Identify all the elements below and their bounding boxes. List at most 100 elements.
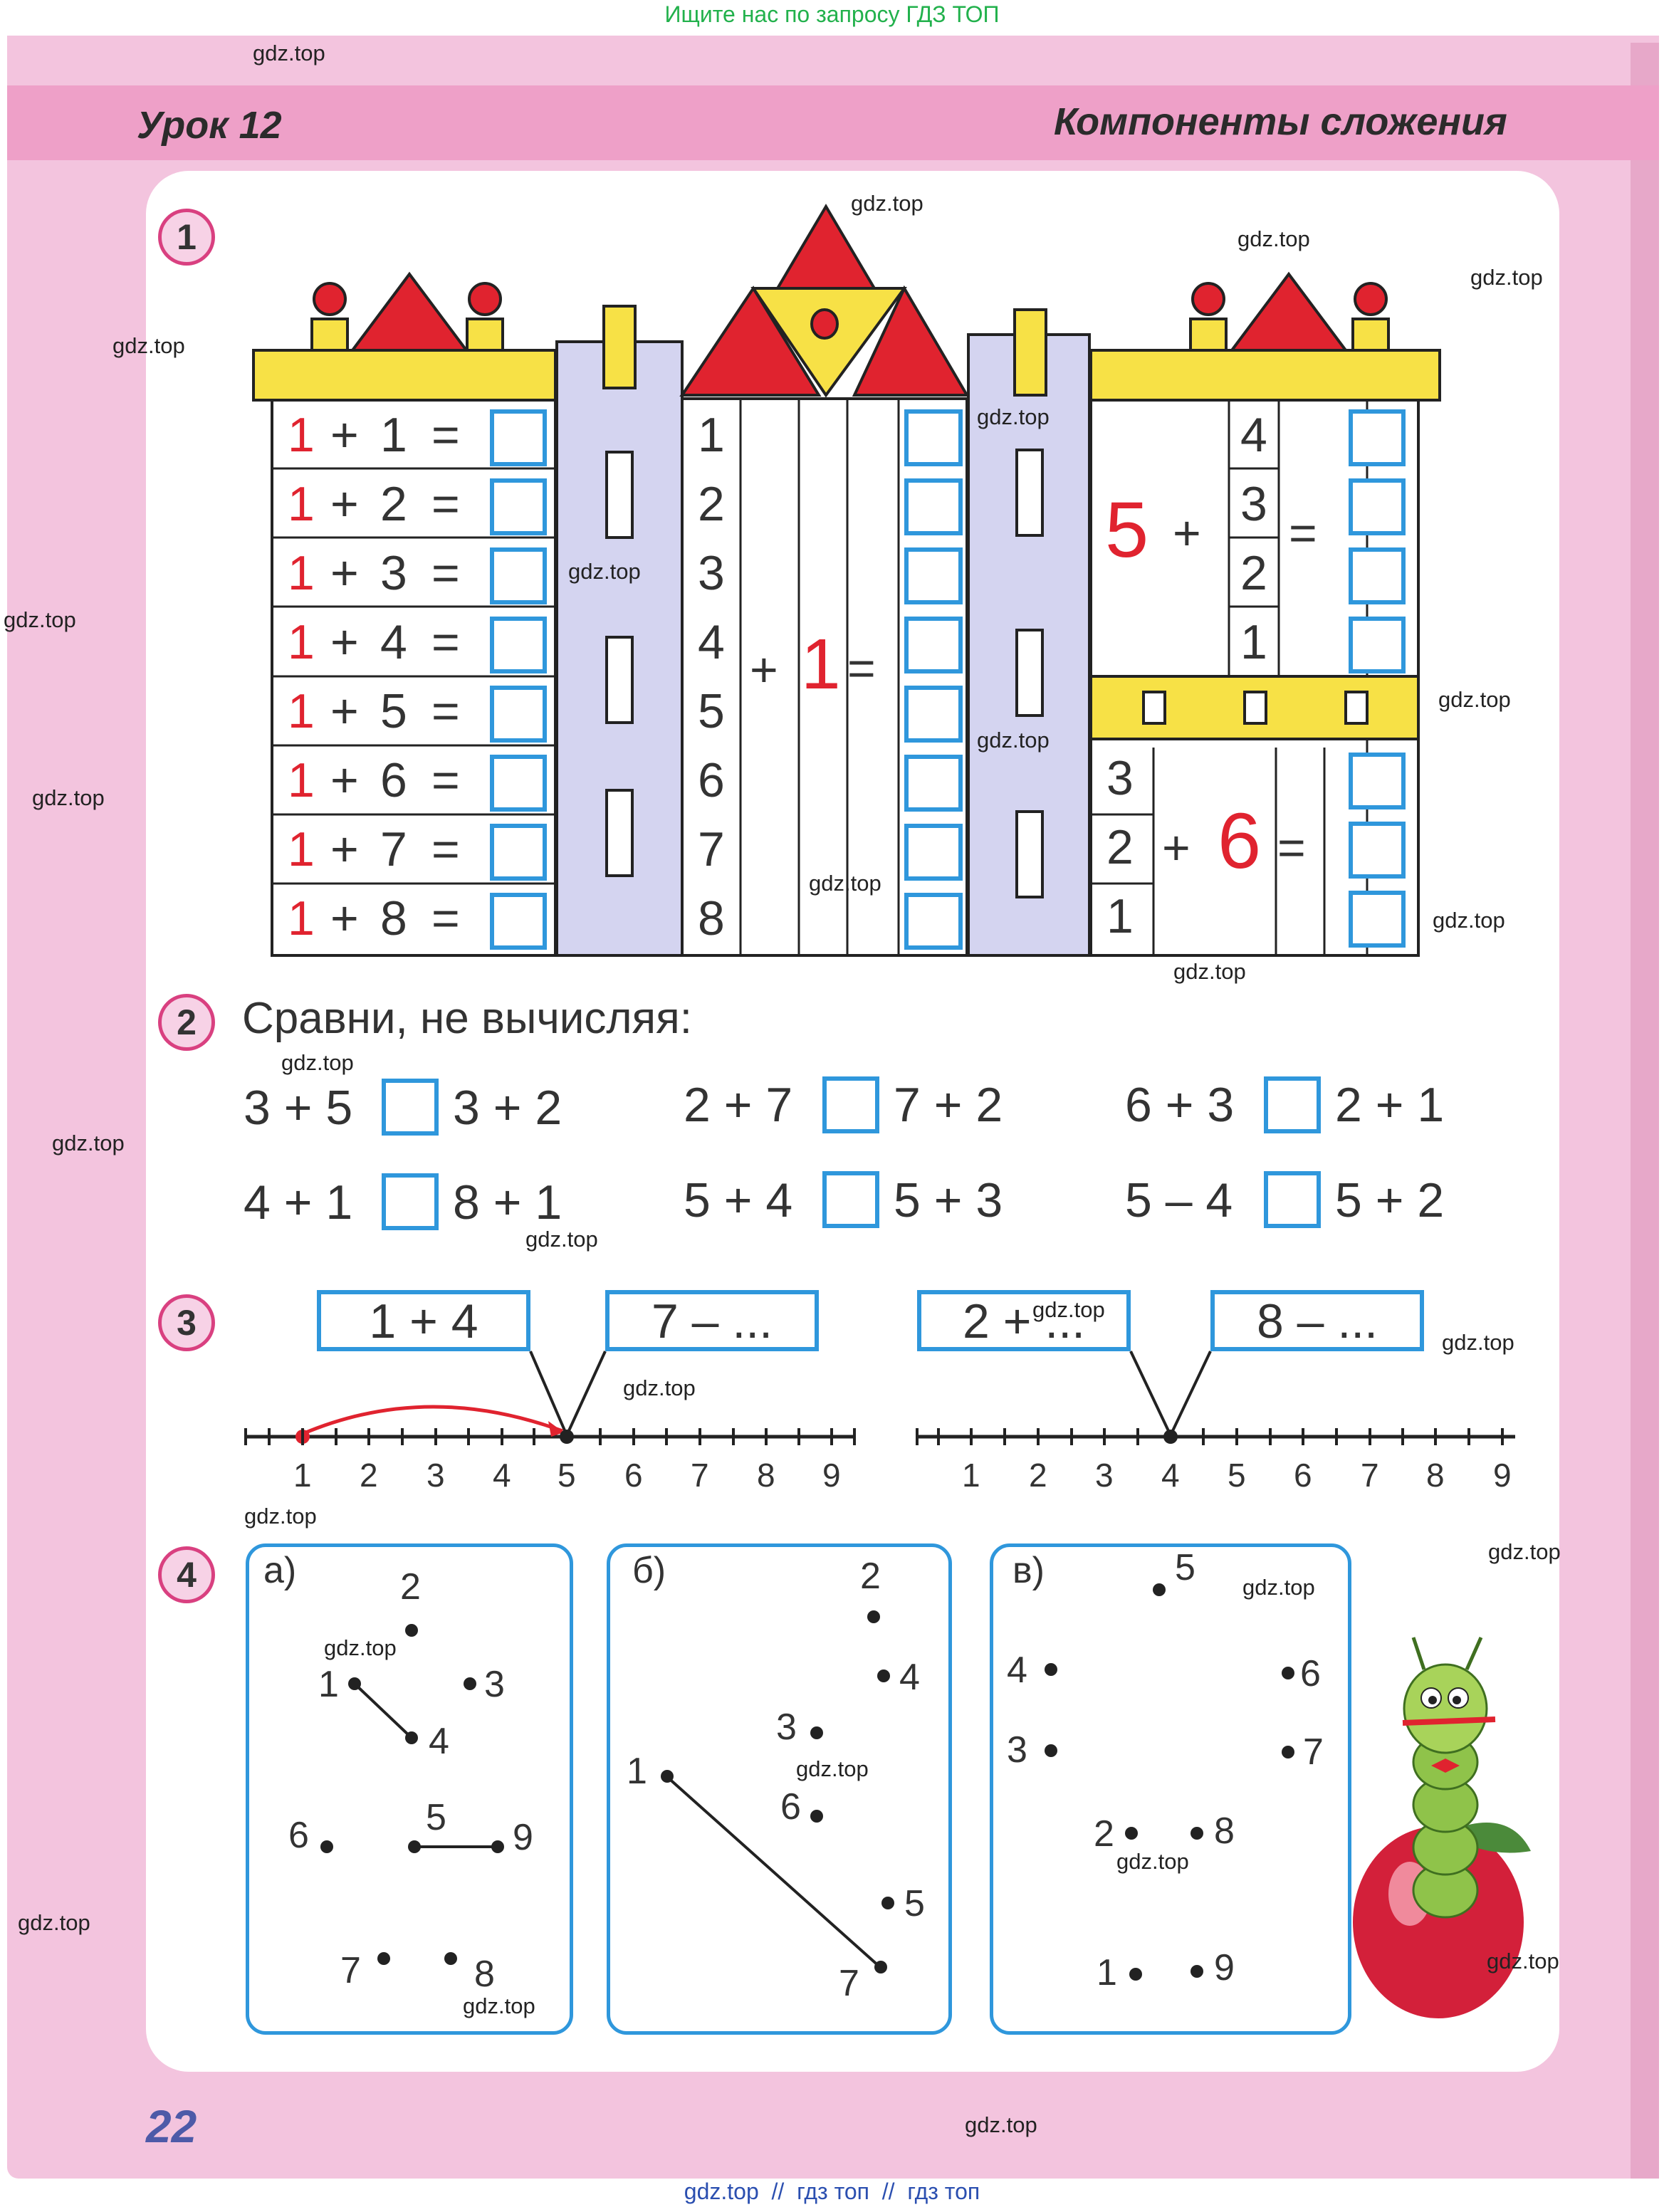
middle-number: 1 (698, 408, 725, 462)
dot[interactable] (1045, 1663, 1057, 1676)
middle-number: 8 (698, 891, 725, 945)
answer-box[interactable] (904, 686, 963, 743)
equation-row: 1+5= (283, 678, 554, 748)
dot[interactable] (877, 1670, 890, 1682)
tick-label: 8 (757, 1457, 775, 1494)
answer-box[interactable] (490, 547, 547, 604)
equation-row: 1+7= (283, 817, 554, 886)
dot[interactable] (1153, 1583, 1166, 1596)
dot[interactable] (408, 1840, 421, 1853)
answer-box[interactable] (904, 617, 963, 673)
answer-box[interactable] (1349, 891, 1406, 948)
dot[interactable] (348, 1677, 361, 1690)
compare-box[interactable] (382, 1079, 439, 1136)
number-line-box[interactable] (317, 1290, 530, 1351)
watermark: gdz.top (1237, 226, 1310, 251)
dot[interactable] (661, 1770, 674, 1783)
right-bottom-number: 1 (1106, 889, 1134, 943)
compare-box[interactable] (1264, 1171, 1321, 1228)
dot-label: 1 (1097, 1952, 1117, 1993)
answer-box[interactable] (490, 617, 547, 673)
dot[interactable] (405, 1731, 418, 1744)
answer-box[interactable] (904, 409, 963, 466)
compare-box[interactable] (1264, 1076, 1321, 1133)
middle-number: 4 (698, 615, 725, 669)
dot-label: 8 (1214, 1810, 1235, 1852)
dot[interactable] (1282, 1746, 1294, 1758)
answer-box[interactable] (490, 755, 547, 812)
answer-box[interactable] (1349, 409, 1406, 466)
dot[interactable] (320, 1840, 333, 1853)
dot-label: 5 (1175, 1547, 1195, 1588)
dot[interactable] (1129, 1968, 1142, 1981)
watermark: gdz.top (4, 607, 76, 632)
dot[interactable] (405, 1624, 418, 1637)
dot[interactable] (810, 1726, 823, 1739)
dot-label: 8 (474, 1954, 495, 1995)
number-line-box[interactable] (1210, 1290, 1424, 1351)
dot[interactable] (1191, 1965, 1203, 1978)
answer-box[interactable] (490, 478, 547, 535)
number-lines (244, 1351, 1515, 1445)
dot[interactable] (867, 1610, 880, 1623)
watermark: gdz.top (977, 728, 1050, 753)
right-top-eq: = (1289, 506, 1317, 560)
watermark: gdz.top (1442, 1330, 1514, 1355)
answer-box[interactable] (490, 686, 547, 743)
dot[interactable] (444, 1952, 457, 1965)
footer-links[interactable]: gdz.top // гдз топ // гдз топ (684, 2179, 980, 2204)
dot[interactable] (1045, 1744, 1057, 1757)
answer-box[interactable] (1349, 547, 1406, 604)
answer-box[interactable] (904, 478, 963, 535)
dot[interactable] (810, 1810, 823, 1823)
number-line-expression: 1 + 4 (369, 1294, 478, 1348)
dot[interactable] (1191, 1827, 1203, 1840)
dot-label: 7 (1303, 1731, 1324, 1773)
compare-box[interactable] (822, 1171, 879, 1228)
right-top-number: 2 (1240, 546, 1267, 600)
answer-box[interactable] (1349, 822, 1406, 879)
dot[interactable] (491, 1840, 504, 1853)
answer-box[interactable] (904, 824, 963, 881)
answer-box[interactable] (490, 409, 547, 466)
compare-left: 5 – 4 (1125, 1173, 1233, 1227)
top-banner[interactable]: Ищите нас по запросу ГДЗ ТОП (664, 1, 1000, 27)
dot[interactable] (874, 1961, 887, 1973)
task2-number: 2 (158, 994, 215, 1051)
watermark: gdz.top (623, 1375, 696, 1400)
middle-number: 7 (698, 822, 725, 876)
number-line-box[interactable] (917, 1290, 1131, 1351)
answer-box[interactable] (490, 824, 547, 881)
tick-label: 6 (1294, 1457, 1312, 1494)
dot-label: 9 (1214, 1947, 1235, 1988)
answer-box[interactable] (1349, 478, 1406, 535)
compare-box[interactable] (382, 1173, 439, 1230)
answer-box[interactable] (904, 755, 963, 812)
equation-row: 1+8= (283, 886, 554, 955)
compare-box[interactable] (822, 1076, 879, 1133)
dot-label: 1 (318, 1664, 339, 1705)
dot-panel-b[interactable] (607, 1543, 952, 2035)
compare-right: 2 + 1 (1335, 1078, 1445, 1132)
dot[interactable] (377, 1952, 390, 1965)
watermark: gdz.top (32, 785, 105, 810)
tick-label: 5 (1228, 1457, 1246, 1494)
dot[interactable] (881, 1897, 894, 1909)
dot-label: 3 (776, 1707, 797, 1748)
answer-box[interactable] (1349, 753, 1406, 809)
compare-right: 8 + 1 (453, 1175, 562, 1230)
answer-box[interactable] (1349, 617, 1406, 673)
answer-box[interactable] (490, 893, 547, 950)
answer-box[interactable] (904, 893, 963, 950)
dot[interactable] (1125, 1827, 1138, 1840)
right-bottom-eq: = (1277, 821, 1306, 875)
dot[interactable] (1282, 1667, 1294, 1679)
dot[interactable] (464, 1677, 476, 1690)
answer-box[interactable] (904, 547, 963, 604)
panel-label: б) (632, 1550, 666, 1591)
equation-row: 1+2= (283, 471, 554, 540)
equation-row: 1+3= (283, 540, 554, 609)
number-line-box[interactable] (605, 1290, 819, 1351)
dot-panel-c[interactable] (990, 1543, 1351, 2035)
tick-label: 9 (1493, 1457, 1512, 1494)
